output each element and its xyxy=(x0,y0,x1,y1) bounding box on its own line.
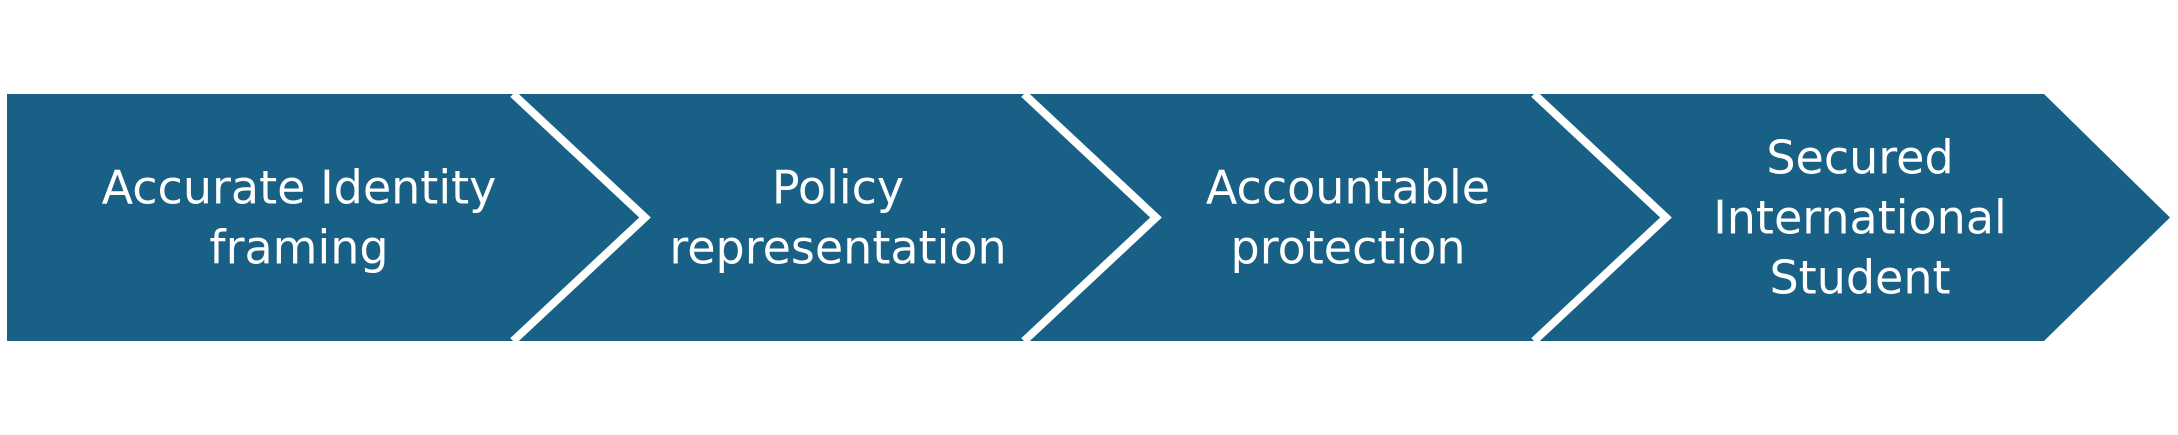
chevron-separator xyxy=(1531,91,1672,344)
arrow-body xyxy=(7,94,2170,341)
step-label-line: Accountable xyxy=(1206,161,1490,215)
step-label-1: Accurate Identity framing xyxy=(102,161,497,275)
step-label-line: Secured xyxy=(1766,131,1953,185)
step-label-line: International xyxy=(1713,191,2007,245)
chevron-shapes xyxy=(7,91,2170,344)
step-label-line: Policy xyxy=(772,161,904,215)
step-label-line: Student xyxy=(1769,251,1950,305)
step-labels: Accurate Identity framing Policy representa… xyxy=(102,131,2007,305)
step-label-line: framing xyxy=(209,221,388,275)
step-label-line: protection xyxy=(1231,221,1466,275)
step-label-3: Accountable protection xyxy=(1206,161,1490,275)
step-label-line: representation xyxy=(669,221,1006,275)
step-label-line: Accurate Identity xyxy=(102,161,497,215)
chevron-separator xyxy=(510,91,651,344)
step-label-2: Policy representation xyxy=(669,161,1006,275)
chevron-separator xyxy=(1021,91,1162,344)
